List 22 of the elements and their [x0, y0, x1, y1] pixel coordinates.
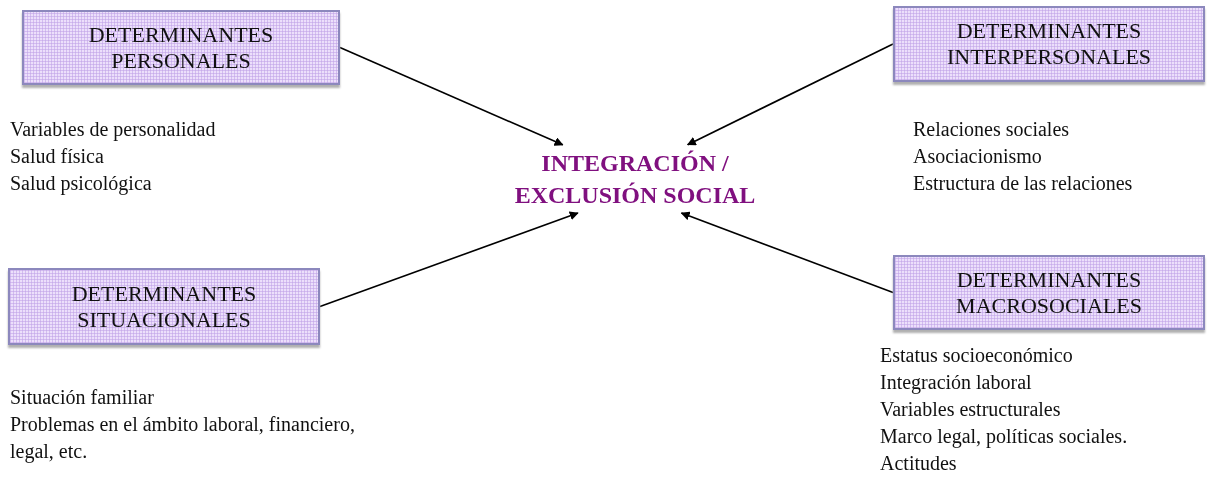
factor-text: Problemas en el ámbito laboral, financiero, legal, etc.	[10, 412, 356, 465]
category-box: DETERMINANTES PERSONALES	[22, 10, 340, 85]
factor-text: Integración laboral	[880, 370, 1033, 396]
factor-text: Relaciones sociales	[913, 117, 1071, 142]
factor-text: Actitudes	[880, 451, 958, 476]
arrow	[686, 43, 894, 146]
arrow	[680, 211, 894, 294]
factor-text: Asociacionismo	[913, 144, 1043, 169]
category-box: DETERMINANTES MACROSOCIALES	[893, 255, 1205, 330]
factor-text: Salud física	[10, 144, 105, 169]
category-box: DETERMINANTES INTERPERSONALES	[893, 6, 1205, 82]
factor-text: Variables estructurales	[880, 397, 1062, 422]
arrow	[339, 46, 564, 146]
factor-text: Variables de personalidad	[10, 117, 217, 143]
factor-text: Marco legal, políticas sociales.	[880, 424, 1129, 450]
factor-text: Salud psicológica	[10, 171, 153, 197]
central-concept-text: INTEGRACIÓN / EXCLUSIÓN SOCIAL	[500, 146, 770, 212]
category-box: DETERMINANTES SITUACIONALES	[8, 268, 320, 345]
factor-text: Situación familiar	[10, 385, 155, 410]
arrow	[319, 211, 579, 308]
factor-text: Estatus socioeconómico	[880, 343, 1074, 368]
factor-text: Estructura de las relaciones	[913, 171, 1134, 196]
